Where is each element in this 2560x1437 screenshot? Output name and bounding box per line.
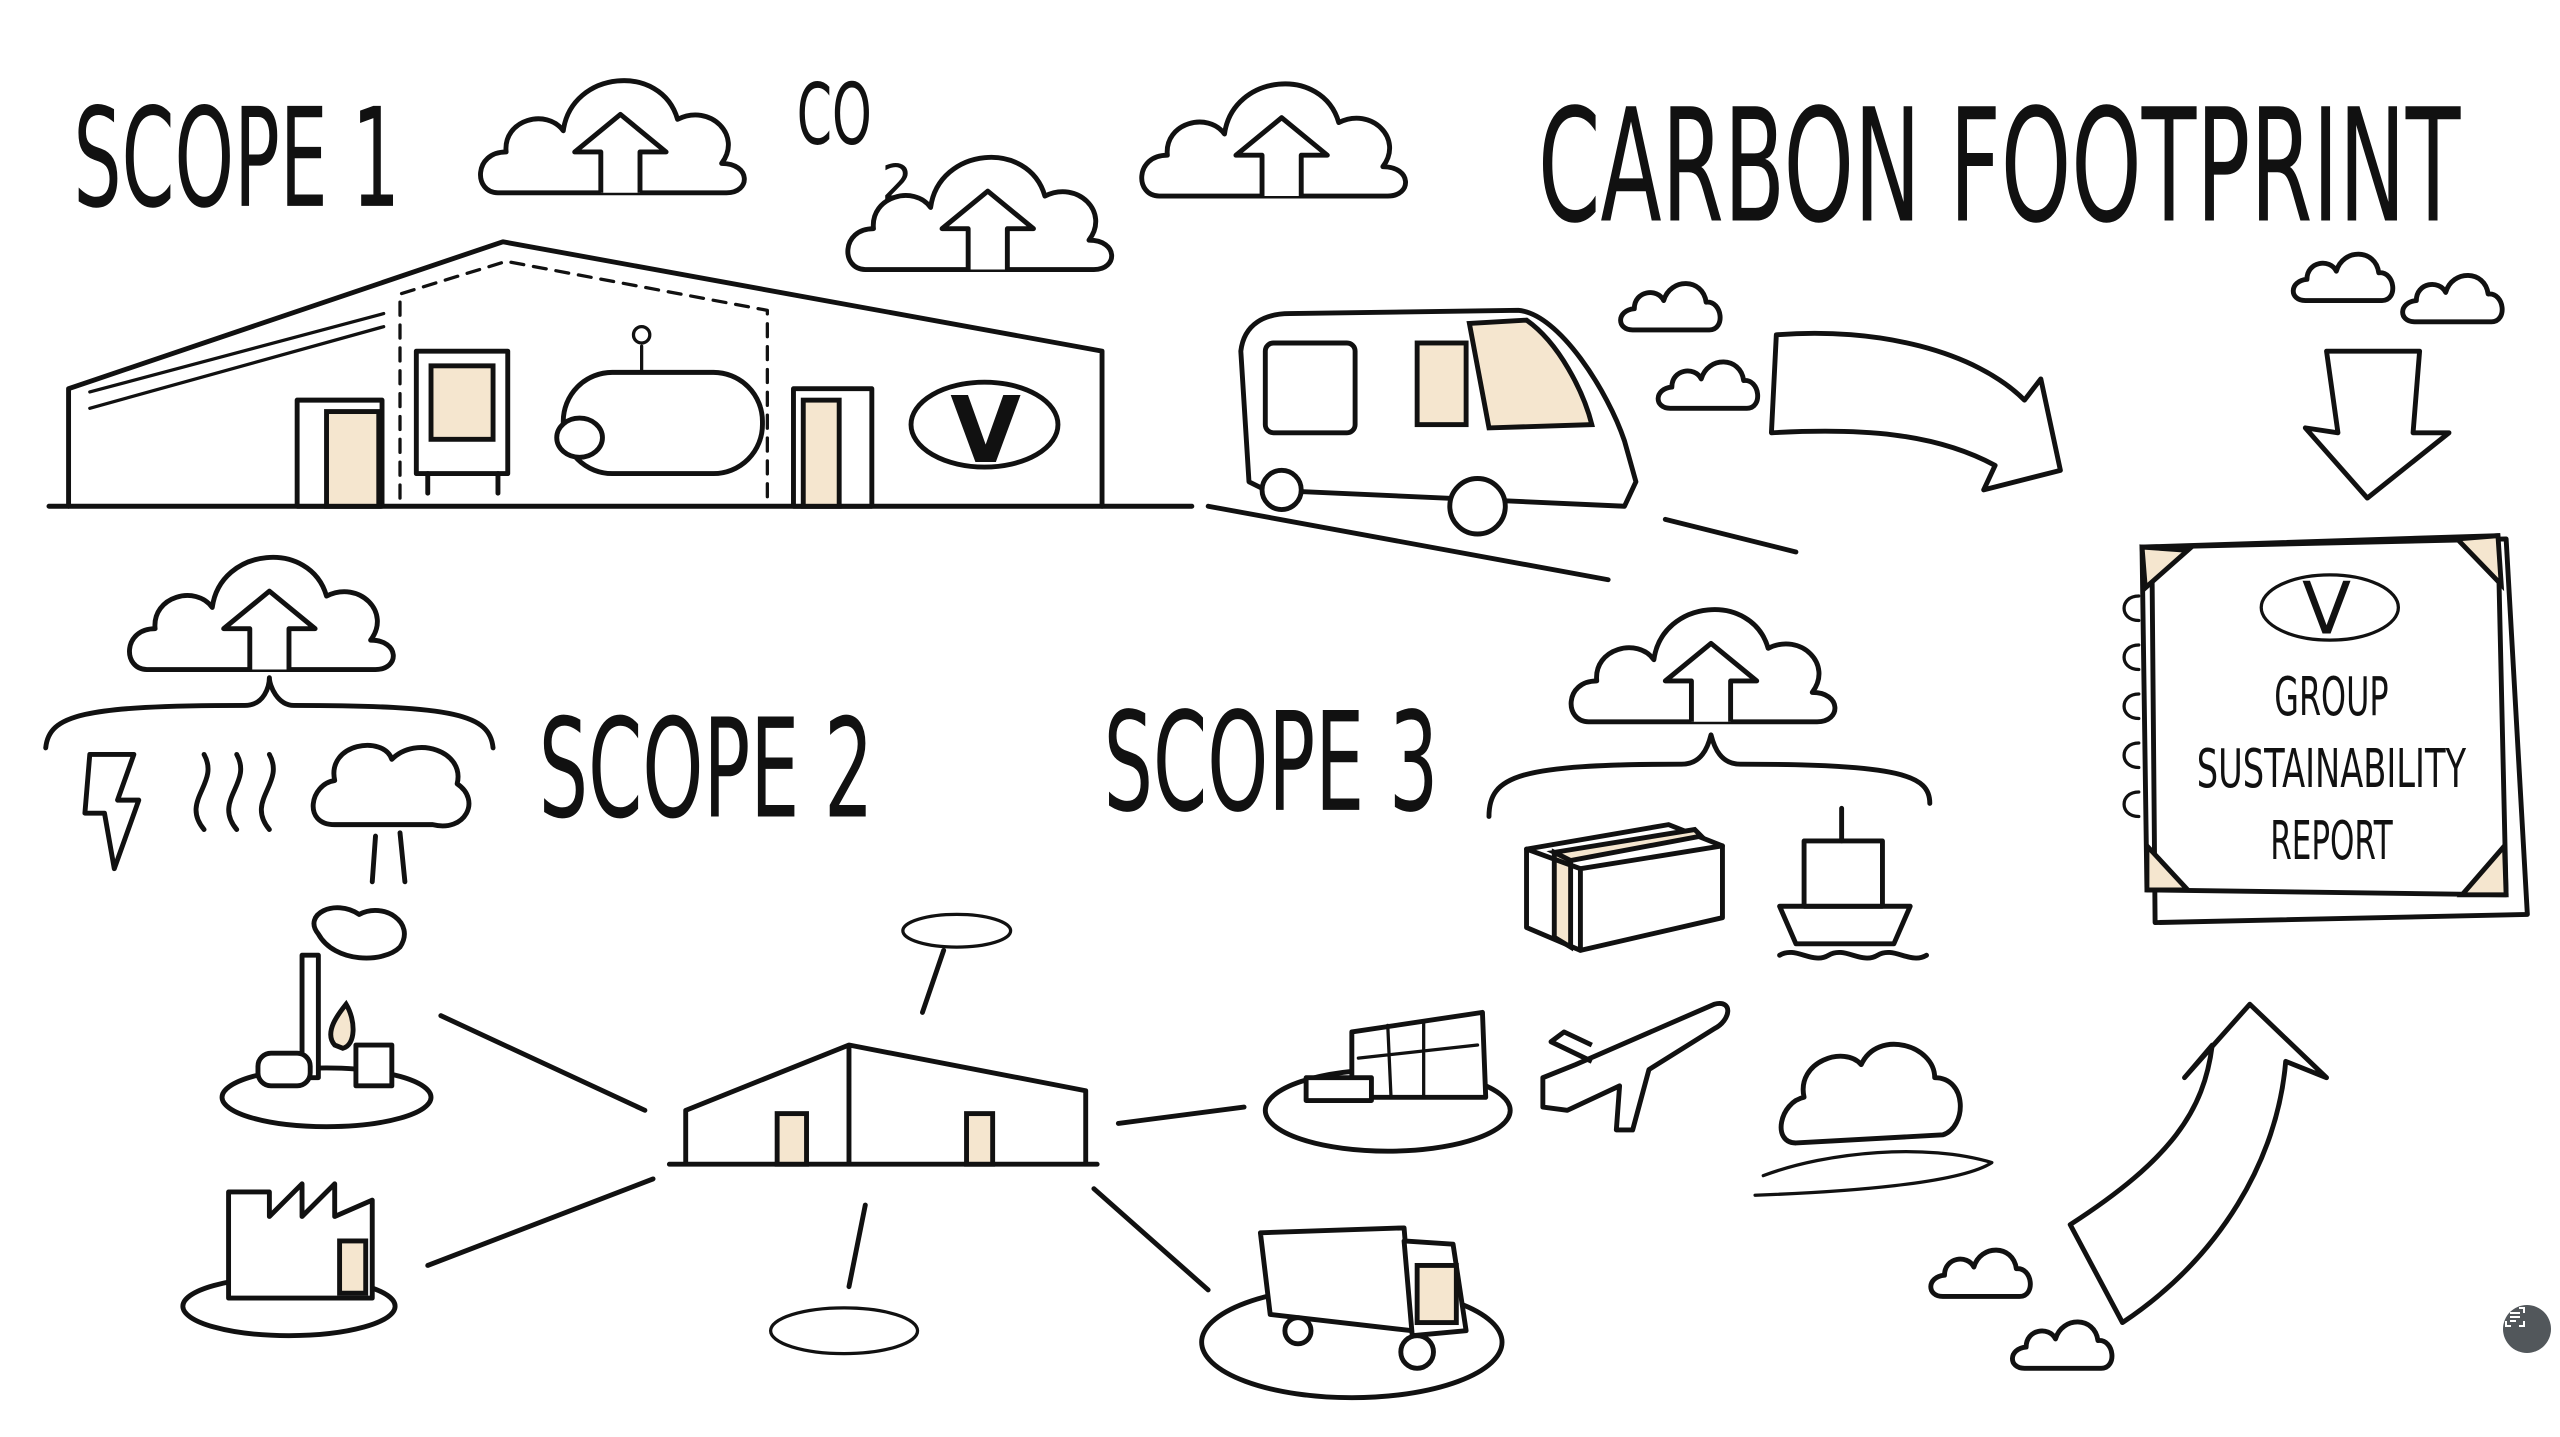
carbon-footprint-title: CARBON FOOTPRINT bbox=[1538, 76, 2461, 258]
ship-icon bbox=[1777, 805, 1929, 961]
scope-2-brace bbox=[43, 675, 496, 751]
heat-icon bbox=[193, 751, 276, 832]
building-logo: V bbox=[950, 377, 1021, 484]
scope-2-title: SCOPE 2 bbox=[539, 690, 874, 849]
waste-smoke-icon bbox=[1753, 1041, 1994, 1197]
co2-cloud-icon bbox=[481, 81, 745, 193]
small-cloud-icon bbox=[1658, 362, 1758, 408]
delivery-van bbox=[1205, 307, 1799, 583]
co2-label: CO bbox=[797, 66, 872, 165]
small-cloud-icon bbox=[2012, 1322, 2112, 1368]
factory-icon bbox=[180, 1181, 398, 1339]
small-cloud-icon bbox=[2403, 275, 2503, 321]
co2-cloud-icon bbox=[1571, 610, 1835, 722]
scope-3-title: SCOPE 3 bbox=[1104, 684, 1439, 843]
sustainability-report-book: V GROUP SUSTAINABILITY REPORT bbox=[2122, 533, 2530, 926]
text-scan-icon bbox=[2505, 1307, 2525, 1327]
co2-cloud-icon bbox=[129, 557, 393, 669]
scope-3-brace bbox=[1486, 732, 1933, 819]
arrow-right-icon bbox=[1768, 330, 2063, 493]
scope-1-title: SCOPE 1 bbox=[73, 80, 400, 239]
truck-icon bbox=[1199, 1225, 1505, 1401]
steam-icon bbox=[310, 743, 472, 829]
factory-building: V bbox=[46, 239, 1195, 509]
package-icon bbox=[1524, 822, 1725, 953]
report-title-line3: REPORT bbox=[2270, 809, 2393, 872]
lightning-icon bbox=[82, 751, 142, 872]
small-cloud-icon bbox=[1931, 1250, 2031, 1296]
co2-cloud-icon bbox=[1142, 84, 1406, 196]
small-cloud-icon bbox=[2293, 254, 2393, 300]
small-cloud-icon bbox=[1621, 284, 1721, 330]
power-plant-icon bbox=[219, 905, 434, 1130]
arrow-down-icon bbox=[2302, 348, 2452, 501]
report-title-line2: SUSTAINABILITY bbox=[2197, 737, 2466, 800]
report-logo: V bbox=[2302, 567, 2351, 651]
office-building-icon bbox=[1262, 1009, 1513, 1154]
report-title-line1: GROUP bbox=[2274, 665, 2388, 728]
text-scan-button[interactable] bbox=[2503, 1305, 2551, 1353]
airplane-icon bbox=[1540, 1001, 1731, 1133]
arrow-up-icon bbox=[2067, 1001, 2329, 1326]
central-warehouse bbox=[425, 912, 1247, 1356]
